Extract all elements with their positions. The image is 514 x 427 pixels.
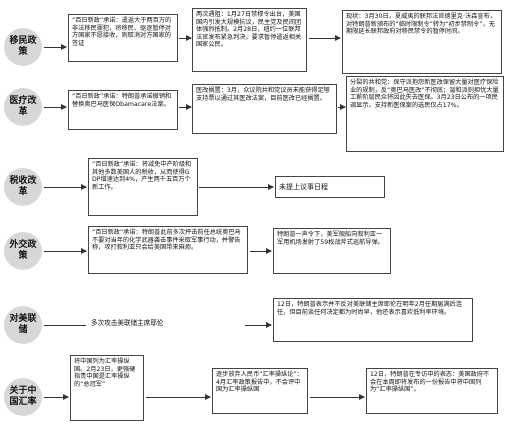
box-text: 多次攻击美联储主席耶伦 bbox=[91, 319, 164, 327]
category-fed: 对美联储 bbox=[4, 306, 42, 344]
category-immigration: 移民政策 bbox=[4, 28, 42, 66]
arrow bbox=[338, 104, 346, 110]
box-text: “百日新政”承诺：特朗普此前多次抨击前任总统奥巴马不要对当年的化学武器袭击事件采… bbox=[92, 229, 241, 252]
tax-status-box: 未提上议事日程 bbox=[275, 176, 385, 198]
box-text: 分裂的共和党：保守派抱怨新医改保留大量对医疗保险业的规制，反“奥巴马医改”不彻底… bbox=[350, 79, 499, 109]
arrow bbox=[179, 35, 192, 41]
arrow bbox=[250, 248, 272, 254]
box-text: 12日，特朗普表示并不反对美联储主席耶伦在明年2月任期届满后连任，但目前谈任何决… bbox=[277, 301, 463, 316]
category-label: 医疗改革 bbox=[9, 96, 37, 117]
box-text: 12日，特朗普在专访中的表态：美国政府不会在本周即将发布的一份报告中将中国列为“… bbox=[370, 371, 490, 394]
box-text: 两次遇阻：1月27日禁穆令出台，美国国内引发大规模抗议，民主党及民间团体强烈抵制… bbox=[196, 11, 302, 49]
china-manipulator-box: 将中国列为汇率操纵国。2月23日，更强硬指责中国是汇率操纵的“总冠军” bbox=[70, 355, 144, 421]
box-text: “百日新政”承诺：特朗普承诺撤销和替换奥巴马医保Obamacare法案。 bbox=[72, 93, 172, 108]
box-text: 医改搁置：3月，众议院共和党议员未能获得足够支持票以通过其医改法案，目前医改已经… bbox=[196, 87, 330, 102]
category-label: 外交政策 bbox=[9, 240, 37, 261]
box-text: “百日新政”承诺：将减免中产阶级和其他多数美国人的税收，从而使得GDP增速达到4… bbox=[92, 161, 192, 191]
category-label: 税收改革 bbox=[9, 176, 37, 197]
category-china-currency: 关于中国汇率 bbox=[4, 378, 42, 416]
arrow bbox=[179, 104, 192, 110]
immigration-obstacle-box: 两次遇阻：1月27日禁穆令出台，美国国内引发大规模抗议，民主党及民间团体强烈抵制… bbox=[192, 8, 307, 72]
category-tax: 税收改革 bbox=[4, 168, 42, 206]
arrow bbox=[44, 104, 67, 110]
china-interview-box: 12日，特朗普在专访中的表态：美国政府不会在本周即将发布的一份报告中将中国列为“… bbox=[366, 368, 498, 414]
arrow bbox=[44, 44, 67, 50]
fed-attack-text: 多次攻击美联储主席耶伦 bbox=[88, 318, 243, 333]
arrow bbox=[146, 394, 211, 400]
immigration-status-box: 现状：3月30日，夏威夷的联邦法官德里克·沃森宣布，对特朗普新颁布的“临时限制令… bbox=[342, 10, 502, 74]
box-text: 特朗普一声令下，美军舰船向叙利亚一军用机场发射了59枚战斧式巡航导弹。 bbox=[277, 231, 384, 246]
healthcare-promise-box: “百日新政”承诺：特朗普承诺撤销和替换奥巴马医保Obamacare法案。 bbox=[68, 90, 178, 130]
category-label: 关于中国汇率 bbox=[9, 386, 37, 407]
box-text: 现状：3月30日，夏威夷的联邦法官德里克·沃森宣布，对特朗普新颁布的“临时限制令… bbox=[346, 13, 496, 36]
foreign-promise-box: “百日新政”承诺：特朗普此前多次抨击前任总统奥巴马不要对当年的化学武器袭击事件采… bbox=[88, 226, 248, 274]
arrow bbox=[44, 248, 87, 254]
china-softening-box: 逐步放弃人民币“汇率操纵论”：4月汇率政策报告中，不会评中国为汇率操纵国 bbox=[212, 368, 308, 414]
category-healthcare: 医疗改革 bbox=[4, 88, 42, 126]
category-label: 移民政策 bbox=[9, 36, 37, 57]
fed-statement-box: 12日，特朗普表示并不反对美联储主席耶伦在明年2月任期届满后连任，但目前谈任何决… bbox=[273, 298, 473, 342]
arrow bbox=[245, 322, 272, 328]
arrow bbox=[310, 394, 365, 400]
arrow bbox=[44, 394, 69, 400]
arrow bbox=[44, 184, 87, 190]
arrow bbox=[309, 35, 341, 41]
box-text: 逐步放弃人民币“汇率操纵论”：4月汇率政策报告中，不会评中国为汇率操纵国 bbox=[216, 371, 303, 394]
foreign-action-box: 特朗普一声令下，美军舰船向叙利亚一军用机场发射了59枚战斧式巡航导弹。 bbox=[273, 228, 391, 274]
box-text: “百日新政”承诺：遣返大于两百万的非法移民罪犯，将移民、驱逐暂停对方国家不愿接收… bbox=[72, 17, 172, 47]
box-text: 将中国列为汇率操纵国。2月23日，更强硬指责中国是汇率操纵的“总冠军” bbox=[74, 358, 136, 388]
healthcare-split-box: 分裂的共和党：保守派抱怨新医改保留大量对医疗保险业的规制，反“奥巴马医改”不彻底… bbox=[346, 76, 504, 152]
arrow bbox=[199, 184, 274, 190]
box-text: 未提上议事日程 bbox=[279, 183, 328, 191]
tax-promise-box: “百日新政”承诺：将减免中产阶级和其他多数美国人的税收，从而使得GDP增速达到4… bbox=[88, 158, 198, 216]
connector-line bbox=[44, 325, 86, 326]
category-foreign-policy: 外交政策 bbox=[4, 232, 42, 270]
immigration-promise-box: “百日新政”承诺：遣返大于两百万的非法移民罪犯，将移民、驱逐暂停对方国家不愿接收… bbox=[68, 14, 178, 62]
healthcare-stalled-box: 医改搁置：3月，众议院共和党议员未能获得足够支持票以通过其医改法案，目前医改已经… bbox=[192, 84, 337, 134]
category-label: 对美联储 bbox=[9, 314, 37, 335]
